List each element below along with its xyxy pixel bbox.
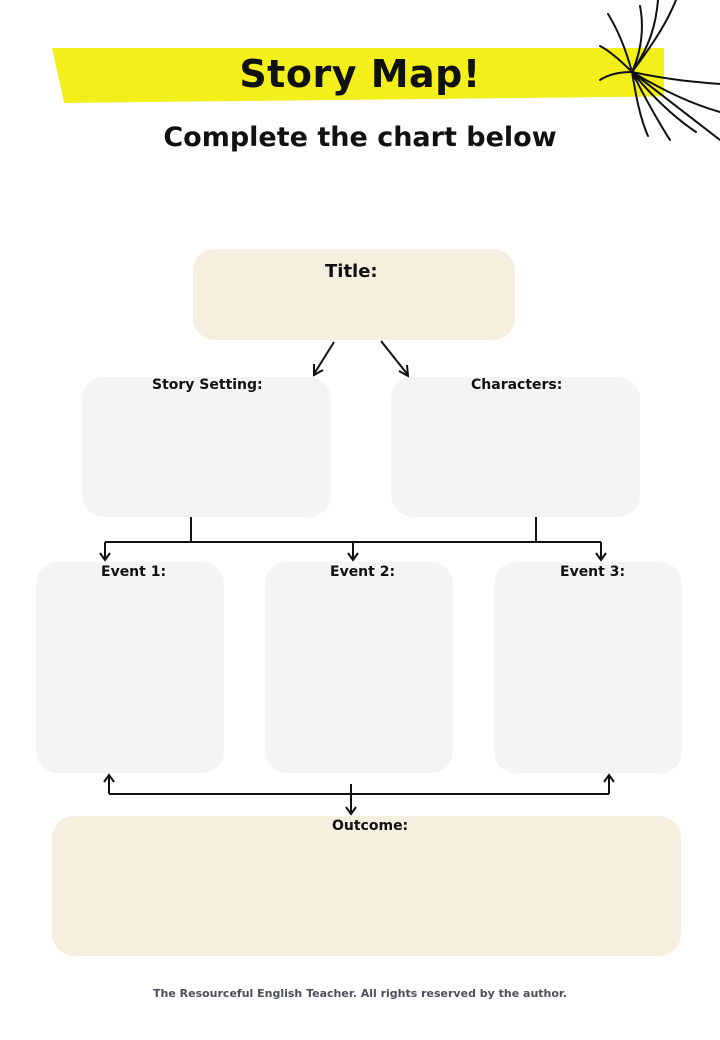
event-2-box[interactable]	[265, 562, 453, 773]
characters-label: Characters:	[471, 377, 563, 393]
characters-box[interactable]	[391, 377, 640, 517]
page-title: Story Map!	[239, 52, 481, 96]
outcome-box[interactable]	[52, 816, 681, 956]
story-setting-box[interactable]	[82, 377, 331, 517]
title-label: Title:	[325, 261, 378, 282]
event-3-box[interactable]	[494, 562, 682, 773]
story-setting-label: Story Setting:	[152, 377, 263, 393]
title-to-setting-arrow	[313, 341, 335, 377]
event-1-label: Event 1:	[101, 564, 167, 580]
title-to-characters-arrow	[380, 340, 410, 378]
setting-characters-to-events-connector	[99, 517, 607, 562]
copyright-footer: The Resourceful English Teacher. All rig…	[153, 987, 567, 1000]
outcome-label: Outcome:	[332, 818, 409, 834]
page-subtitle: Complete the chart below	[163, 122, 557, 153]
event-1-box[interactable]	[36, 562, 224, 773]
event-3-label: Event 3:	[560, 564, 626, 580]
events-to-outcome-connector	[103, 773, 615, 816]
event-2-label: Event 2:	[330, 564, 396, 580]
title-highlight-banner	[52, 48, 664, 103]
title-box[interactable]	[193, 249, 515, 340]
open-book-icon	[599, 0, 720, 141]
